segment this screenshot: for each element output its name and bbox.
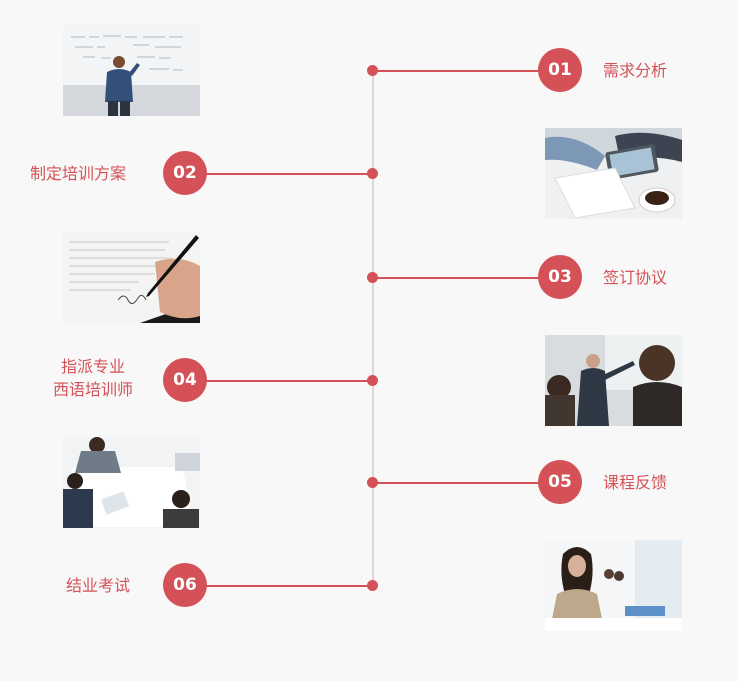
photo-meeting-coffee <box>545 128 682 219</box>
connector-01 <box>373 70 543 72</box>
step-number-02: 02 <box>163 151 207 195</box>
step-label-03: 签订协议 <box>603 268 668 287</box>
timeline-dot-05 <box>367 477 378 488</box>
connector-02 <box>202 173 373 175</box>
step-label-02: 制定培训方案 <box>30 164 127 183</box>
step-number-05: 05 <box>538 460 582 504</box>
step-label-05: 课程反馈 <box>603 473 668 492</box>
photo-signing-document <box>63 232 200 323</box>
connector-03 <box>373 277 543 279</box>
timeline-axis <box>372 70 374 586</box>
step-number-01: 01 <box>538 48 582 92</box>
connector-04 <box>202 380 373 382</box>
photo-team-table <box>63 437 200 528</box>
photo-exam-student <box>545 540 682 631</box>
step-label-04: 指派专业 西语培训师 <box>48 355 138 401</box>
timeline-dot-03 <box>367 272 378 283</box>
connector-05 <box>373 482 543 484</box>
step-number-04: 04 <box>163 358 207 402</box>
step-number-06: 06 <box>163 563 207 607</box>
step-label-04-line2: 西语培训师 <box>52 380 133 399</box>
photo-whiteboard <box>63 25 200 116</box>
photo-presentation <box>545 335 682 426</box>
step-label-06: 结业考试 <box>66 576 131 595</box>
step-label-04-line1: 指派专业 <box>60 357 125 376</box>
step-label-01: 需求分析 <box>603 61 668 80</box>
step-number-03: 03 <box>538 255 582 299</box>
timeline-dot-01 <box>367 65 378 76</box>
connector-06 <box>202 585 373 587</box>
